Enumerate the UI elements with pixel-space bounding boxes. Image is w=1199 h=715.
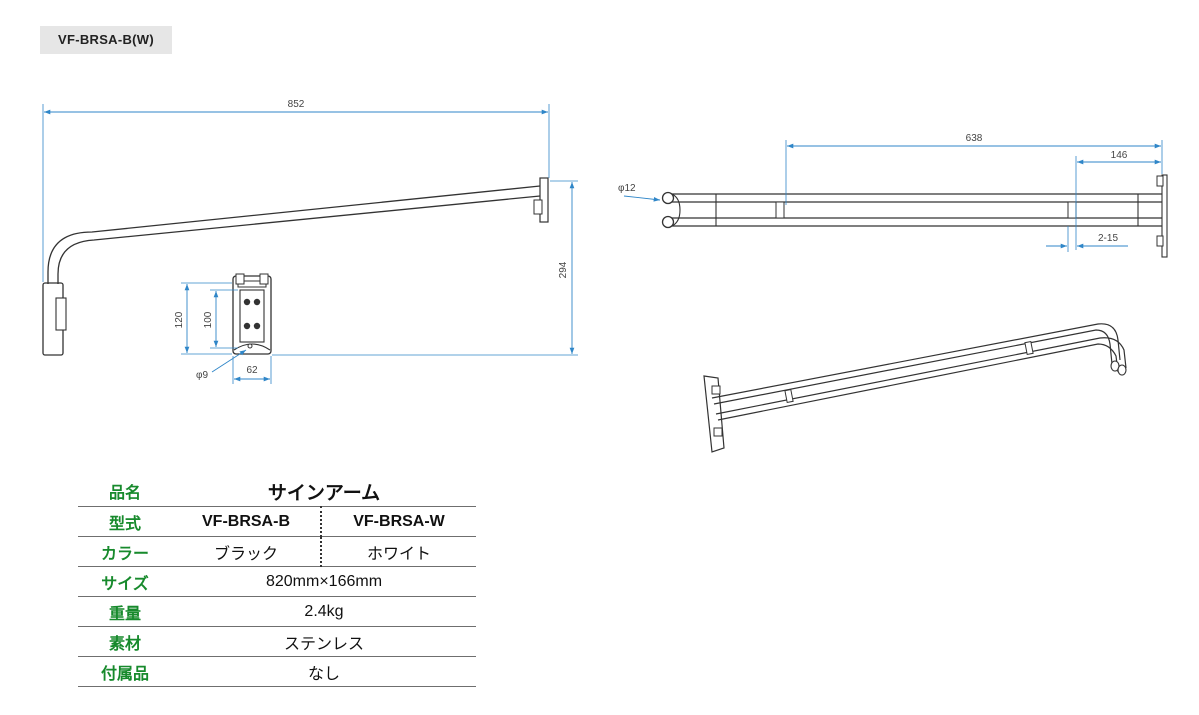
top-wall-plate: [1161, 174, 1168, 258]
dimension-120: 120: [174, 282, 232, 355]
svg-text:φ12: φ12: [618, 183, 636, 194]
svg-text:2-15: 2-15: [1098, 233, 1118, 244]
spec-label-model: 型式: [78, 506, 172, 537]
svg-text:120: 120: [174, 311, 185, 328]
size-value: 820mm×166mm: [172, 566, 476, 597]
model-tag: VF-BRSA-B(W): [40, 26, 172, 54]
accessory-value: なし: [172, 656, 476, 687]
svg-text:852: 852: [288, 99, 305, 110]
dimension-62: 62: [232, 356, 272, 384]
spec-row-accessory: 付属品 なし: [78, 656, 476, 687]
svg-text:146: 146: [1111, 150, 1128, 161]
spec-label-material: 素材: [78, 626, 172, 657]
color-black: ブラック: [172, 536, 323, 567]
spec-label-color: カラー: [78, 536, 172, 567]
arm-outline-inner: [57, 195, 541, 284]
spec-row-material: 素材 ステンレス: [78, 626, 476, 657]
perspective-view: [703, 323, 1127, 453]
side-view: 852 294: [42, 99, 578, 356]
dimension-638: 638: [785, 133, 1163, 205]
svg-text:100: 100: [203, 311, 214, 328]
dimension-294: 294: [272, 180, 578, 356]
dimension-phi9: φ9: [196, 349, 247, 381]
technical-drawing: 852 294 120 100: [42, 99, 1168, 453]
spec-row-model: 型式 VF-BRSA-B VF-BRSA-W: [78, 506, 476, 537]
material-value: ステンレス: [172, 626, 476, 657]
spec-label-weight: 重量: [78, 596, 172, 627]
svg-text:638: 638: [966, 133, 983, 144]
color-white: ホワイト: [321, 536, 476, 567]
dimension-2-15: 2-15: [1046, 226, 1128, 252]
spec-table: 品名 サインアーム 型式 VF-BRSA-B VF-BRSA-W カラー ブラッ…: [78, 476, 476, 687]
dimension-100: 100: [203, 289, 238, 349]
spec-label-name: 品名: [78, 476, 172, 507]
model-white: VF-BRSA-W: [321, 506, 476, 537]
spec-row-weight: 重量 2.4kg: [78, 596, 476, 627]
dimension-146: 146: [1075, 150, 1161, 250]
product-name: サインアーム: [172, 476, 476, 507]
bracket-view: 120 100 φ9 62: [174, 273, 272, 384]
top-view: 638 146 φ12 2-15: [618, 133, 1168, 258]
weight-value: 2.4kg: [172, 596, 476, 627]
svg-text:62: 62: [246, 365, 258, 376]
arm-outline-outer: [47, 185, 541, 284]
dimension-phi12: φ12: [618, 183, 661, 202]
dimension-852: 852: [42, 99, 550, 282]
svg-text:294: 294: [558, 261, 569, 278]
spec-row-name: 品名 サインアーム: [78, 476, 476, 507]
model-black: VF-BRSA-B: [172, 506, 323, 537]
svg-text:φ9: φ9: [196, 370, 208, 381]
spec-row-size: サイズ 820mm×166mm: [78, 566, 476, 597]
spec-row-color: カラー ブラック ホワイト: [78, 536, 476, 567]
spec-label-accessory: 付属品: [78, 656, 172, 687]
spec-label-size: サイズ: [78, 566, 172, 597]
